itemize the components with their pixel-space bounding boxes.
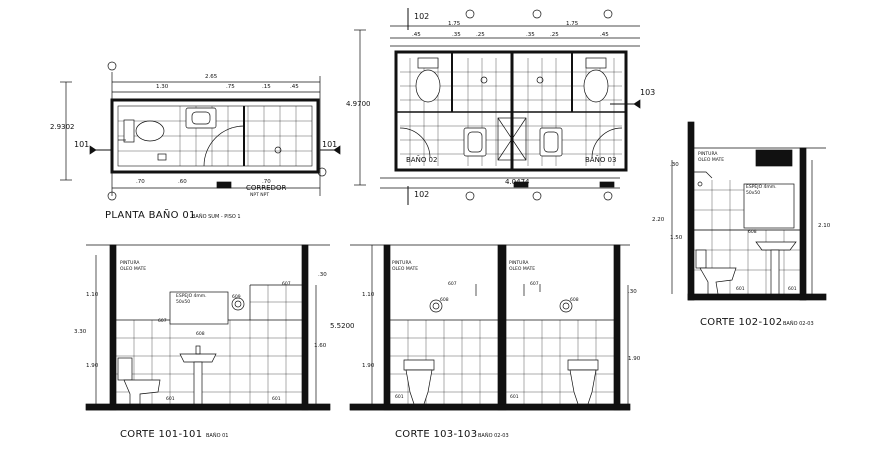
sec102-paint-2: OLEO MATE [698,158,725,163]
plan-01-corridor: CORREDOR [246,184,287,192]
sec101-mirror: ESPEJO 4mm. [176,294,207,299]
sec103-dim-b: 1.90 [362,363,375,369]
plan-0203-dim-right-c: .35 [526,32,535,38]
sec103-code-e: 601 [395,395,404,400]
sec102-dim-a: .30 [670,162,679,168]
plan-0203-dim-right-a: .45 [600,32,609,38]
sec102-mirror: ESPEJO 4mm. [746,185,777,190]
sec103-subtitle: BAÑO 02-03 [478,433,509,439]
plan-0203-dim-left-total: 1.75 [448,21,461,27]
plan-01-dim-d: .45 [290,84,299,90]
sec102-title: CORTE 102-102 [700,317,783,328]
sec101-dim-b: 3.30 [74,329,87,335]
plan-01-drawing [60,61,341,201]
sec103-paint-left: PINTURA [392,261,412,266]
sec103-dim-right: 1.90 [628,356,641,362]
sec101-dim-right: 1.60 [314,343,327,349]
plan-0203-dim-left-a: .45 [412,32,421,38]
plan-0203-marker-right: 103 [640,88,656,97]
sec103-paint-right: PINTURA [509,261,529,266]
sec102-code-a: 608 [748,230,757,235]
plan-0203-dim-left-c: .25 [476,32,485,38]
sec103-height: 5.5200 [330,322,355,330]
plan-01-corridor-sub: NPT NPT [250,193,270,198]
sec103-code-a: 607 [448,282,457,287]
sec101-dim-a: 1.10 [86,292,99,298]
plan-01-title: PLANTA BAÑO 01 [105,210,196,221]
plan-0203-marker-top: 102 [414,12,430,21]
sec101-code-a: 607 [158,319,167,324]
plan-0203-height: 4.9700 [346,100,371,108]
sec101-mirror-size: 50x50 [176,300,191,305]
sec101-dim-c: 1.90 [86,363,99,369]
plan-01-subtitle: BAÑO SUM - PISO 1 [192,214,241,220]
plan-01-section-left: 101 [74,140,90,149]
plan-02-03-drawing [354,8,641,205]
sec103-code-b: 608 [440,298,449,303]
plan-01-total-width: 2.65 [205,74,218,80]
sec103-dim-top-right: .30 [628,289,637,295]
plan-0203-width: 4.0474 [505,178,530,186]
sec102-code-b: 601 [736,287,745,292]
sec101-code-f: 608 [196,332,205,337]
plan-01-bottom-dim-b: .60 [178,179,187,185]
sec101-code-c: 609 [232,295,241,300]
section-103-drawing [349,244,631,411]
sec101-title: CORTE 101-101 [120,429,203,440]
sec102-code-c: 601 [788,287,797,292]
plan-01-dim-b: .75 [226,84,235,90]
plan-0203-dim-left-b: .35 [452,32,461,38]
sec102-paint: PINTURA [698,152,718,157]
plan-0203-marker-bottom: 102 [414,190,430,199]
plan-01-dim-c: .15 [262,84,271,90]
sec103-paint-right-2: OLEO MATE [509,267,536,272]
plan-01-section-right: 101 [322,140,338,149]
sec102-dim-b: 2.20 [652,217,665,223]
sec102-dim-c: 1.50 [670,235,683,241]
sec103-code-d: 608 [570,298,579,303]
sec101-paint-2: OLEO MATE [120,267,147,272]
sec103-code-c: 607 [530,282,539,287]
plan-0203-room-left: BAÑO 02 [406,156,438,164]
section-102-drawing [671,121,827,301]
sec101-code-d: 601 [166,397,175,402]
sec103-code-f: 601 [510,395,519,400]
plan-0203-dim-right-total: 1.75 [566,21,579,27]
plan-01-bottom-dim-c: .70 [262,179,271,185]
sec101-subtitle: BAÑO 01 [206,433,229,439]
sec101-code-b: 607 [282,282,291,287]
section-101-drawing [85,244,331,411]
sec101-paint: PINTURA [120,261,140,266]
sec101-code-e: 601 [272,397,281,402]
plan-0203-dim-right-b: .25 [550,32,559,38]
plan-01-bottom-dim-a: .70 [136,179,145,185]
sec103-title: CORTE 103-103 [395,429,478,440]
sec102-mirror-size: 50x50 [746,191,761,196]
sec102-dim-right: 2.10 [818,223,831,229]
sec101-dim-top-right: .30 [318,272,327,278]
sec102-subtitle: BAÑO 02-03 [783,321,814,327]
plan-0203-room-right: BAÑO 03 [585,156,617,164]
sec103-paint-left-2: OLEO MATE [392,267,419,272]
sec103-dim-a: 1.10 [362,292,375,298]
plan-01-dim-a: 1.30 [156,84,169,90]
plan-01-height: 2.9302 [50,123,75,131]
